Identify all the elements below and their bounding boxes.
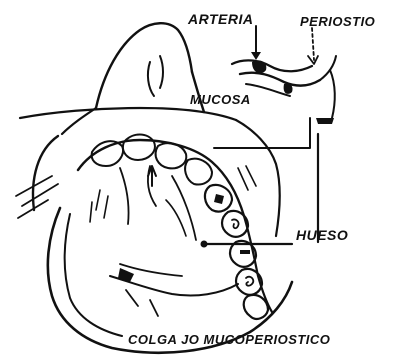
tooth: [222, 211, 248, 237]
dental-arch: [78, 135, 272, 319]
tooth: [205, 185, 232, 212]
tooth: [236, 269, 262, 295]
label-periostio: PERIOSTIO: [300, 14, 375, 29]
label-arteria: ARTERIA: [187, 11, 253, 27]
tooth: [244, 295, 268, 319]
tooth: [185, 159, 212, 185]
upper-lip-outline: [62, 23, 204, 134]
arrow-down-icon: [251, 52, 261, 60]
label-hueso: HUESO: [296, 227, 348, 243]
tissue-layer-inset: [232, 56, 336, 124]
tooth: [123, 135, 155, 161]
label-mucosa: MUCOSA: [190, 92, 251, 107]
tooth: [156, 143, 187, 168]
label-colgajo: COLGA JO MUCOPERIOSTICO: [128, 332, 330, 347]
